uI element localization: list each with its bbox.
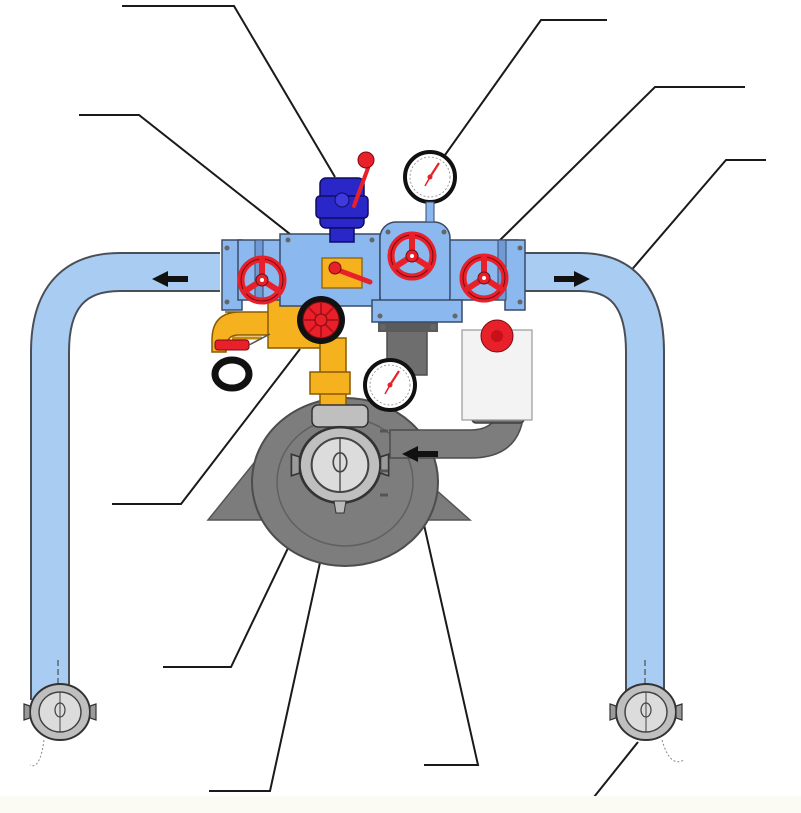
leader-line-vacuum-gauge [399, 417, 480, 766]
hose-left [30, 252, 220, 710]
leader-line-delivery-hose [609, 159, 766, 296]
leader-line-suction-valve [112, 348, 301, 505]
callout-leader-lines [79, 5, 766, 808]
hose-coupling-icon [609, 683, 683, 741]
pressure-gauge-icon [363, 358, 417, 412]
retaining-chain [29, 739, 685, 767]
pressure-gauge-icon [403, 150, 457, 223]
leader-line-pump-housing [209, 557, 322, 792]
leader-line-pressure-gauge [439, 19, 607, 163]
hose-coupling-icon [290, 404, 390, 514]
flow-arrow-icon [402, 446, 438, 462]
hose-right [520, 252, 665, 710]
bottom-strip [0, 796, 801, 813]
leader-line-delivery-valve [492, 86, 745, 248]
leader-line-suction-coupling [163, 497, 313, 668]
flow-arrow-icon [152, 271, 188, 287]
lever-handle-icon [352, 151, 375, 208]
leader-line-lever-valve [122, 5, 336, 178]
lever-valve [315, 151, 375, 243]
suction-handwheel [297, 296, 345, 344]
drain-cap [211, 356, 253, 392]
flow-arrow-icon [554, 271, 590, 287]
leader-line-manifold [79, 114, 334, 269]
